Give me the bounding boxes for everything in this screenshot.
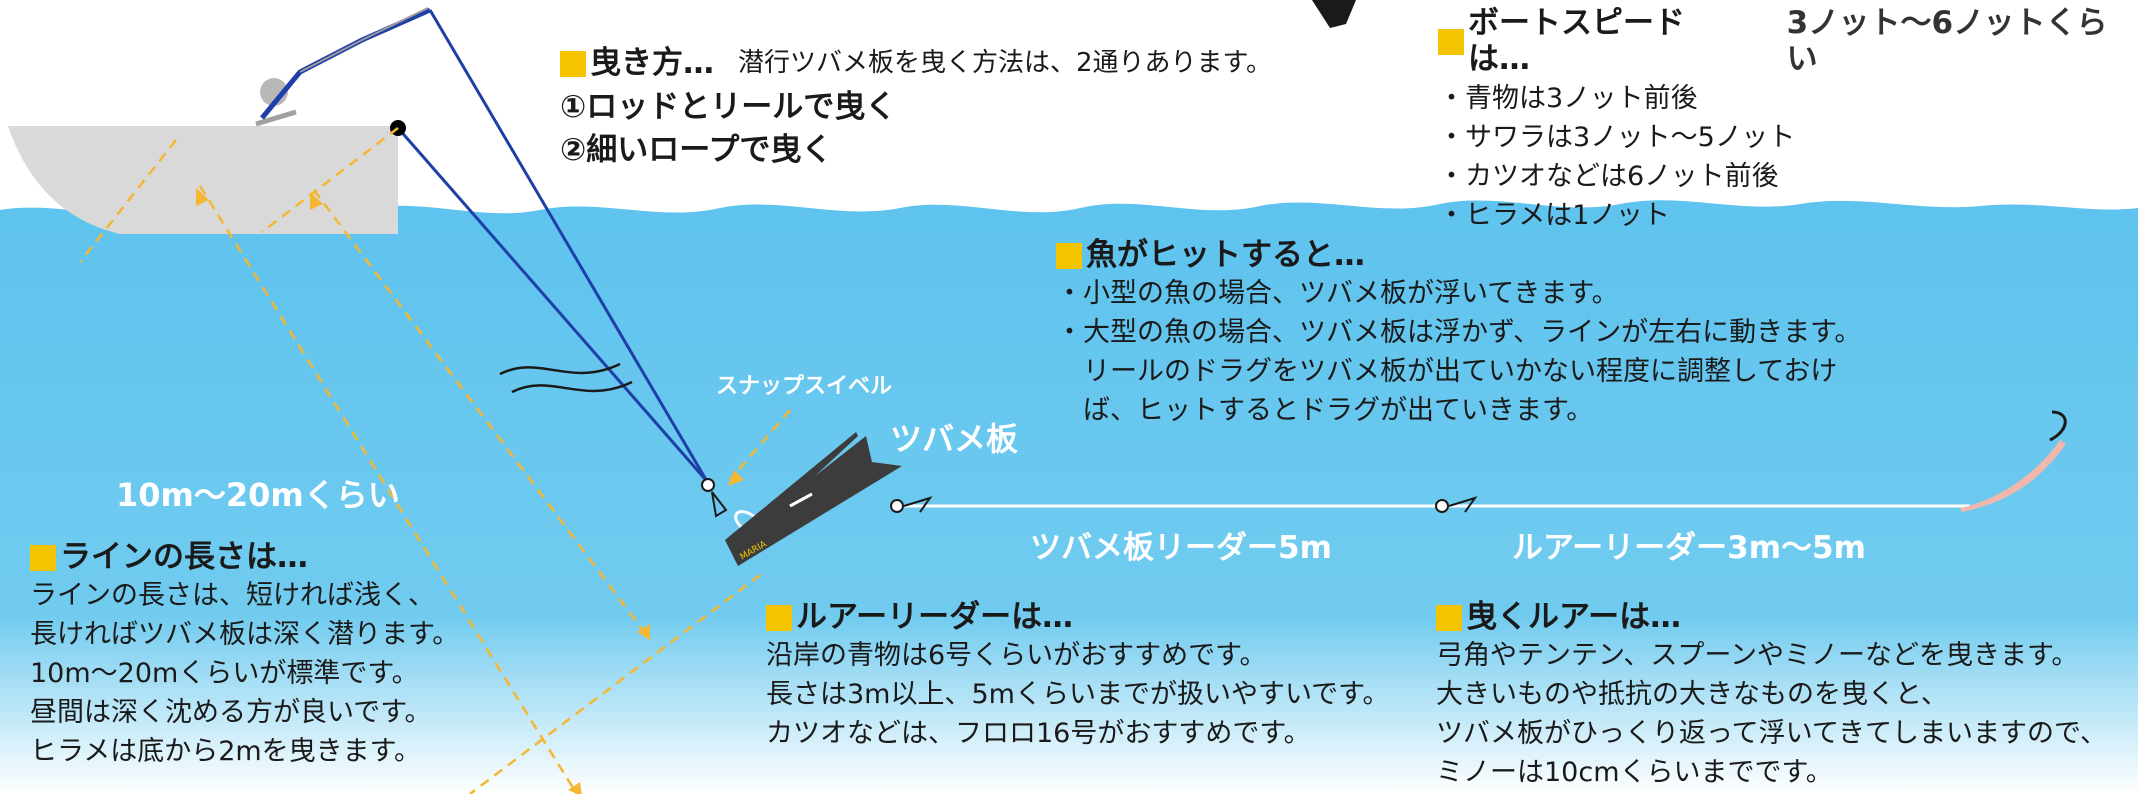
leader-knot xyxy=(903,496,933,513)
fish-hit-line: ・小型の魚の場合、ツバメ板が浮いてきます。 xyxy=(1056,277,1619,309)
lures-line: 弓角やテンテン、スプーンやミノーなどを曳きます。 xyxy=(1436,639,2079,671)
lures-heading: 曳くルアーは… xyxy=(1466,599,1682,635)
fish-hit-heading: 魚がヒットすると… xyxy=(1086,237,1365,273)
reel-edge xyxy=(1312,0,1356,28)
guide-line xyxy=(469,574,761,794)
lure-leader-ring xyxy=(1435,499,1449,513)
snap-swivel xyxy=(711,491,728,518)
line-length-line: 10m～20mくらいが標準です。 xyxy=(30,657,419,689)
lure xyxy=(1960,440,2066,512)
board-leader-label: ツバメ板リーダー5m xyxy=(1030,530,1332,566)
lure-hook xyxy=(2049,410,2067,442)
angler-head xyxy=(260,78,288,106)
lures-line: ツバメ板がひっくり返って浮いてきてしまいますので、 xyxy=(1436,717,2107,749)
bullet-square xyxy=(1056,242,1082,269)
rod-line xyxy=(428,9,710,484)
snap-swivel-label: スナップスイベル xyxy=(716,374,893,399)
lures-line: 大きいものや抵抗の大きなものを曳くと、 xyxy=(1436,678,1948,710)
towing-heading: 曳き方… xyxy=(590,45,714,81)
bullet-square xyxy=(1436,604,1462,631)
lures: 曳くルアーは… 弓角やテンテン、スプーンやミノーなどを曳きます。 大きいものや抵… xyxy=(1436,599,2107,792)
fishing-rod xyxy=(260,7,432,120)
guide-line xyxy=(261,127,399,233)
arrow-head xyxy=(728,470,744,486)
arrow-head xyxy=(637,624,650,640)
lure-leader: ルアーリーダーは… 沿岸の青物は6号くらいがおすすめです。 長さは3m以上、5m… xyxy=(766,599,1390,753)
fishing-rod-tip xyxy=(299,7,429,73)
arrow-head xyxy=(196,188,209,206)
boat-speed: ボートスピードは… 3ノット～6ノットくらい ・青物は3ノット前後 ・サワラは3… xyxy=(1438,5,2138,235)
line-length-line: ラインの長さは、短ければ浅く、 xyxy=(30,579,435,611)
break-mark xyxy=(511,380,633,394)
fish-hit-line: リールのドラグをツバメ板が出ていかない程度に調整しておけ xyxy=(1056,355,1838,387)
boat-rail xyxy=(255,109,297,127)
boat-speed-heading: ボートスピードは… xyxy=(1468,5,1685,77)
towing-method-2: ②細いロープで曳く xyxy=(560,132,833,169)
lure-leader-line: 沿岸の青物は6号くらいがおすすめです。 xyxy=(766,639,1267,671)
line-length-line: 長ければツバメ板は深く潜ります。 xyxy=(30,618,460,650)
bullet-square xyxy=(1438,28,1464,55)
leader-ring xyxy=(890,499,904,513)
lures-line: ミノーは10cmくらいまでです。 xyxy=(1436,756,1833,788)
line-length-heading: ラインの長さは… xyxy=(60,539,308,575)
guide-line xyxy=(729,409,791,481)
bullet-square xyxy=(30,544,56,571)
fish-hit: 魚がヒットすると… ・小型の魚の場合、ツバメ板が浮いてきます。 ・大型の魚の場合… xyxy=(1056,237,1862,430)
fish-hit-line: ・大型の魚の場合、ツバメ板は浮かず、ラインが左右に動きます。 xyxy=(1056,316,1862,348)
swivel-ring xyxy=(701,478,715,492)
lure-leader-length-label: ルアーリーダー3m～5m xyxy=(1512,530,1866,566)
guide-line xyxy=(79,139,177,263)
line-range-label: 10m～20mくらい xyxy=(116,476,400,514)
towing-method: 曳き方… 潜行ツバメ板を曳く方法は、2通りあります。 ①ロッドとリールで曳く ②… xyxy=(560,45,1272,169)
guide-line xyxy=(198,185,579,794)
boat-speed-value: 3ノット～6ノットくらい xyxy=(1786,5,2108,77)
lure-leader-knot xyxy=(1448,496,1478,513)
line-length: ラインの長さは… ラインの長さは、短ければ浅く、 長ければツバメ板は深く潜ります… xyxy=(30,539,460,771)
board-slot xyxy=(789,492,813,508)
boat-speed-item: ・ヒラメは1ノット xyxy=(1438,200,1670,232)
bullet-square xyxy=(560,50,586,77)
lure-leader-line: カツオなどは、フロロ16号がおすすめです。 xyxy=(766,717,1311,749)
boat-speed-item: ・サワラは3ノット～5ノット xyxy=(1438,122,1796,154)
break-mark xyxy=(499,362,621,376)
arrow-head xyxy=(310,192,323,210)
towing-intro: 潜行ツバメ板を曳く方法は、2通りあります。 xyxy=(738,47,1272,78)
bullet-square xyxy=(766,604,792,631)
boat-speed-item: ・青物は3ノット前後 xyxy=(1438,83,1698,115)
lure-leader-heading: ルアーリーダーは… xyxy=(796,599,1074,635)
tsubame-board xyxy=(725,432,902,566)
towing-method-1: ①ロッドとリールで曳く xyxy=(560,88,897,125)
sea xyxy=(0,200,2138,794)
fish-hit-line: ば、ヒットするとドラグが出ていきます。 xyxy=(1056,394,1594,426)
lure-leader-line: 長さは3m以上、5mくらいまでが扱いやすいです。 xyxy=(766,678,1390,710)
board-label: ツバメ板 xyxy=(890,420,1019,458)
line-length-line: ヒラメは底から2mを曳きます。 xyxy=(30,735,421,767)
boat-hull xyxy=(8,126,398,234)
rope-line xyxy=(396,127,714,488)
guide-line xyxy=(312,189,652,641)
line-length-line: 昼間は深く沈める方が良いです。 xyxy=(30,696,432,728)
boat-speed-item: ・カツオなどは6ノット前後 xyxy=(1438,161,1779,193)
arrow-head xyxy=(568,782,582,794)
